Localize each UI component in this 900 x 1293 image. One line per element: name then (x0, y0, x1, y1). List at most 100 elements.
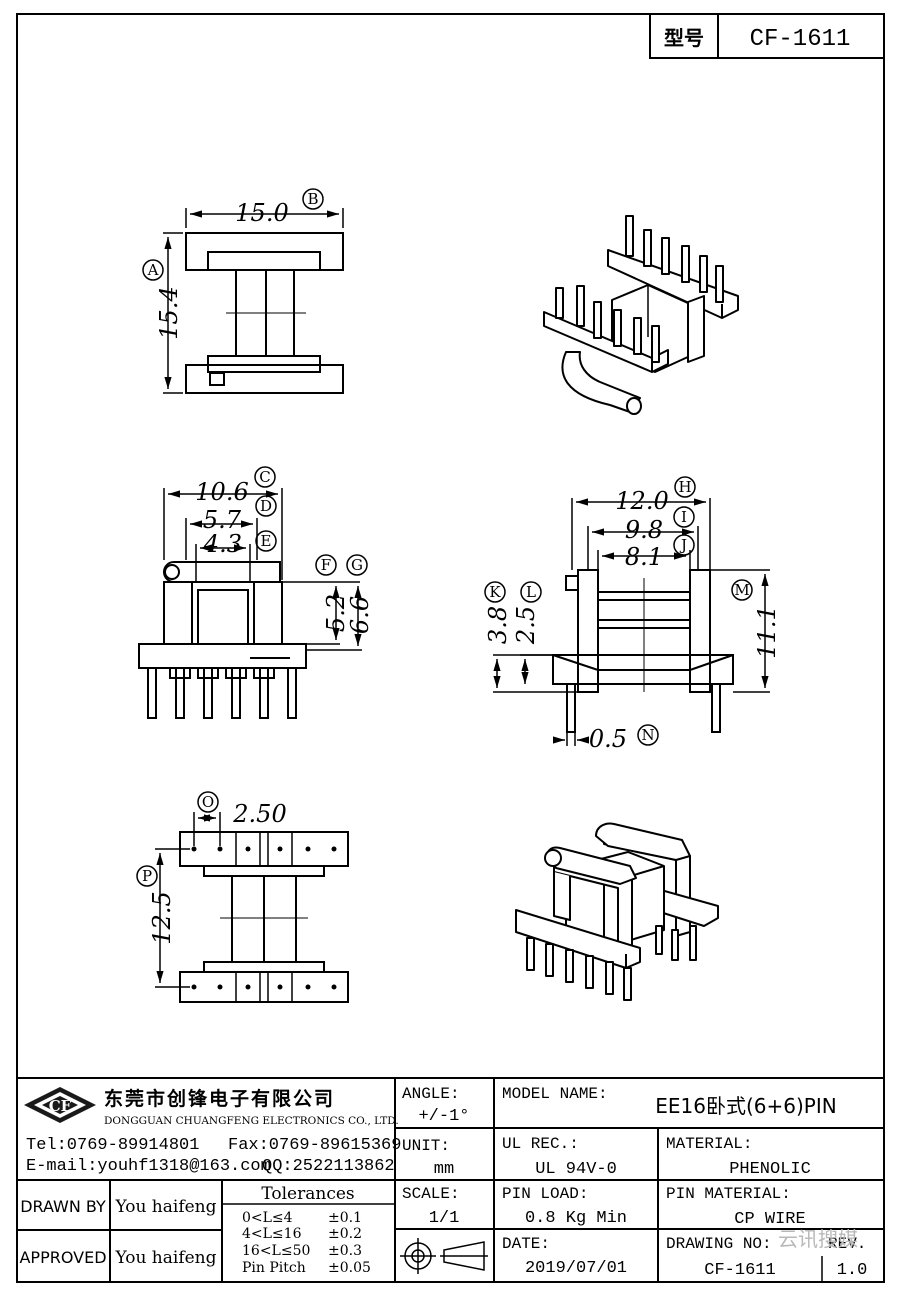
tolerance-value: ±0.2 (328, 1226, 362, 1242)
company-logo: CF (24, 1087, 96, 1123)
dim-l-value: 2.5 (512, 606, 540, 645)
svg-text:E: E (261, 532, 272, 550)
dim-n-value: 0.5 (589, 725, 627, 753)
callout-p: P (136, 865, 158, 887)
pin-load-label: PIN LOAD: (502, 1185, 588, 1203)
svg-text:G: G (351, 556, 363, 574)
tolerance-table: 0<L≤4 ±0.1 4<L≤16 ±0.2 16<L≤50 ±0.3 Pin … (242, 1210, 371, 1276)
callout-g: G (346, 554, 368, 576)
callout-b: B (302, 188, 324, 210)
svg-text:K: K (489, 583, 501, 601)
svg-text:M: M (734, 581, 749, 599)
scale-value: 1/1 (429, 1209, 460, 1228)
company-email: E-mail:youhf1318@163.com (26, 1157, 271, 1176)
svg-text:A: A (147, 261, 159, 279)
callout-i: I (673, 506, 695, 528)
dim-p-value: 12.5 (148, 891, 176, 944)
drawing-no-value: CF-1611 (704, 1261, 775, 1280)
svg-text:F: F (321, 556, 331, 574)
callout-f: F (315, 554, 337, 576)
dim-h-value: 12.0 (615, 487, 668, 515)
unit-value: mm (434, 1160, 454, 1179)
dim-a-value: 15.0 (235, 199, 288, 227)
side-view (138, 488, 362, 719)
dim-g-value: 6.6 (346, 596, 374, 634)
callout-n: N (637, 724, 659, 746)
tolerance-value: ±0.05 (328, 1260, 371, 1276)
scale-label: SCALE: (402, 1185, 460, 1203)
date-label: DATE: (502, 1235, 550, 1253)
callout-h: H (674, 476, 696, 498)
pin-load-value: 0.8 Kg Min (525, 1209, 627, 1228)
type-box: 型号 CF-1611 (649, 13, 885, 59)
angle-label: ANGLE: (402, 1085, 460, 1103)
company-name-en: DONGGUAN CHUANGFENG ELECTRONICS CO., LTD… (104, 1115, 399, 1127)
dim-e-value: 4.3 (203, 530, 242, 558)
callout-d: D (255, 495, 277, 517)
svg-text:CF: CF (49, 1097, 72, 1115)
ul-value: UL 94V-0 (535, 1160, 617, 1179)
front-view (493, 498, 770, 746)
callout-j: J (673, 534, 695, 556)
svg-text:L: L (526, 583, 536, 601)
svg-text:D: D (260, 497, 272, 515)
svg-text:B: B (307, 190, 318, 208)
isometric-view-pins-down (515, 822, 719, 1001)
svg-text:I: I (681, 508, 687, 526)
pin-material-value: CP WIRE (734, 1210, 805, 1229)
dim-k-value: 3.8 (484, 606, 512, 644)
sheet-border (16, 13, 885, 1283)
callout-a: A (142, 259, 164, 281)
type-value: CF-1611 (750, 26, 851, 53)
callout-o: O (197, 791, 219, 813)
company-tel: Tel:0769-89914801 (26, 1136, 199, 1155)
unit-label: UNIT: (402, 1137, 450, 1155)
material-value: PHENOLIC (729, 1160, 811, 1179)
svg-text:N: N (641, 726, 654, 744)
model-label: MODEL NAME: (502, 1085, 608, 1103)
tolerance-range: Pin Pitch (242, 1260, 306, 1276)
projection-symbol-icon (400, 1238, 488, 1274)
rev-value: 1.0 (837, 1261, 868, 1280)
approved-label: APPROVED (19, 1248, 106, 1267)
tolerance-value: ±0.3 (328, 1243, 362, 1259)
approved-value: You haifeng (114, 1248, 216, 1268)
dim-b-value: 15.4 (155, 286, 183, 339)
svg-text:H: H (678, 478, 691, 496)
dim-d-value: 5.7 (203, 506, 242, 534)
watermark: 云讯搜媒 (778, 1227, 858, 1251)
ul-label: UL REC.: (502, 1135, 579, 1153)
tolerance-value: ±0.1 (328, 1210, 362, 1226)
svg-text:O: O (202, 793, 214, 811)
dim-j-value: 8.1 (625, 543, 663, 571)
tolerance-range: 4<L≤16 (242, 1226, 302, 1242)
date-value: 2019/07/01 (525, 1259, 627, 1278)
dim-o-value: 2.50 (232, 800, 286, 828)
angle-value: +/-1° (418, 1107, 469, 1126)
svg-text:P: P (142, 867, 152, 885)
drawn-by-label: DRAWN BY (20, 1197, 106, 1216)
callout-l: L (520, 581, 542, 603)
tolerances-title: Tolerances (261, 1184, 354, 1204)
company-name-cn: 东莞市创锋电子有限公司 (104, 1087, 335, 1110)
svg-text:C: C (259, 468, 270, 486)
model-value: EE16卧式(6+6)PIN (655, 1094, 836, 1118)
tolerance-range: 16<L≤50 (242, 1243, 310, 1259)
dim-m-value: 11.1 (753, 605, 781, 658)
rev-label: REV. (828, 1235, 866, 1253)
top-view (163, 208, 344, 394)
type-label: 型号 (664, 26, 704, 50)
drawing-no-label: DRAWING NO: (666, 1235, 772, 1253)
company-fax: Fax:0769-89615369 (228, 1136, 401, 1155)
isometric-view-pins-up (543, 215, 739, 415)
callout-m: M (731, 579, 753, 601)
callout-e: E (255, 530, 277, 552)
bottom-view (155, 812, 349, 1003)
material-label: MATERIAL: (666, 1135, 752, 1153)
drawn-by-value: You haifeng (114, 1197, 216, 1217)
dim-c-value: 10.6 (195, 478, 248, 506)
pin-material-label: PIN MATERIAL: (666, 1185, 791, 1203)
callout-c: C (254, 466, 276, 488)
company-qq: QQ:2522113862 (262, 1157, 395, 1176)
